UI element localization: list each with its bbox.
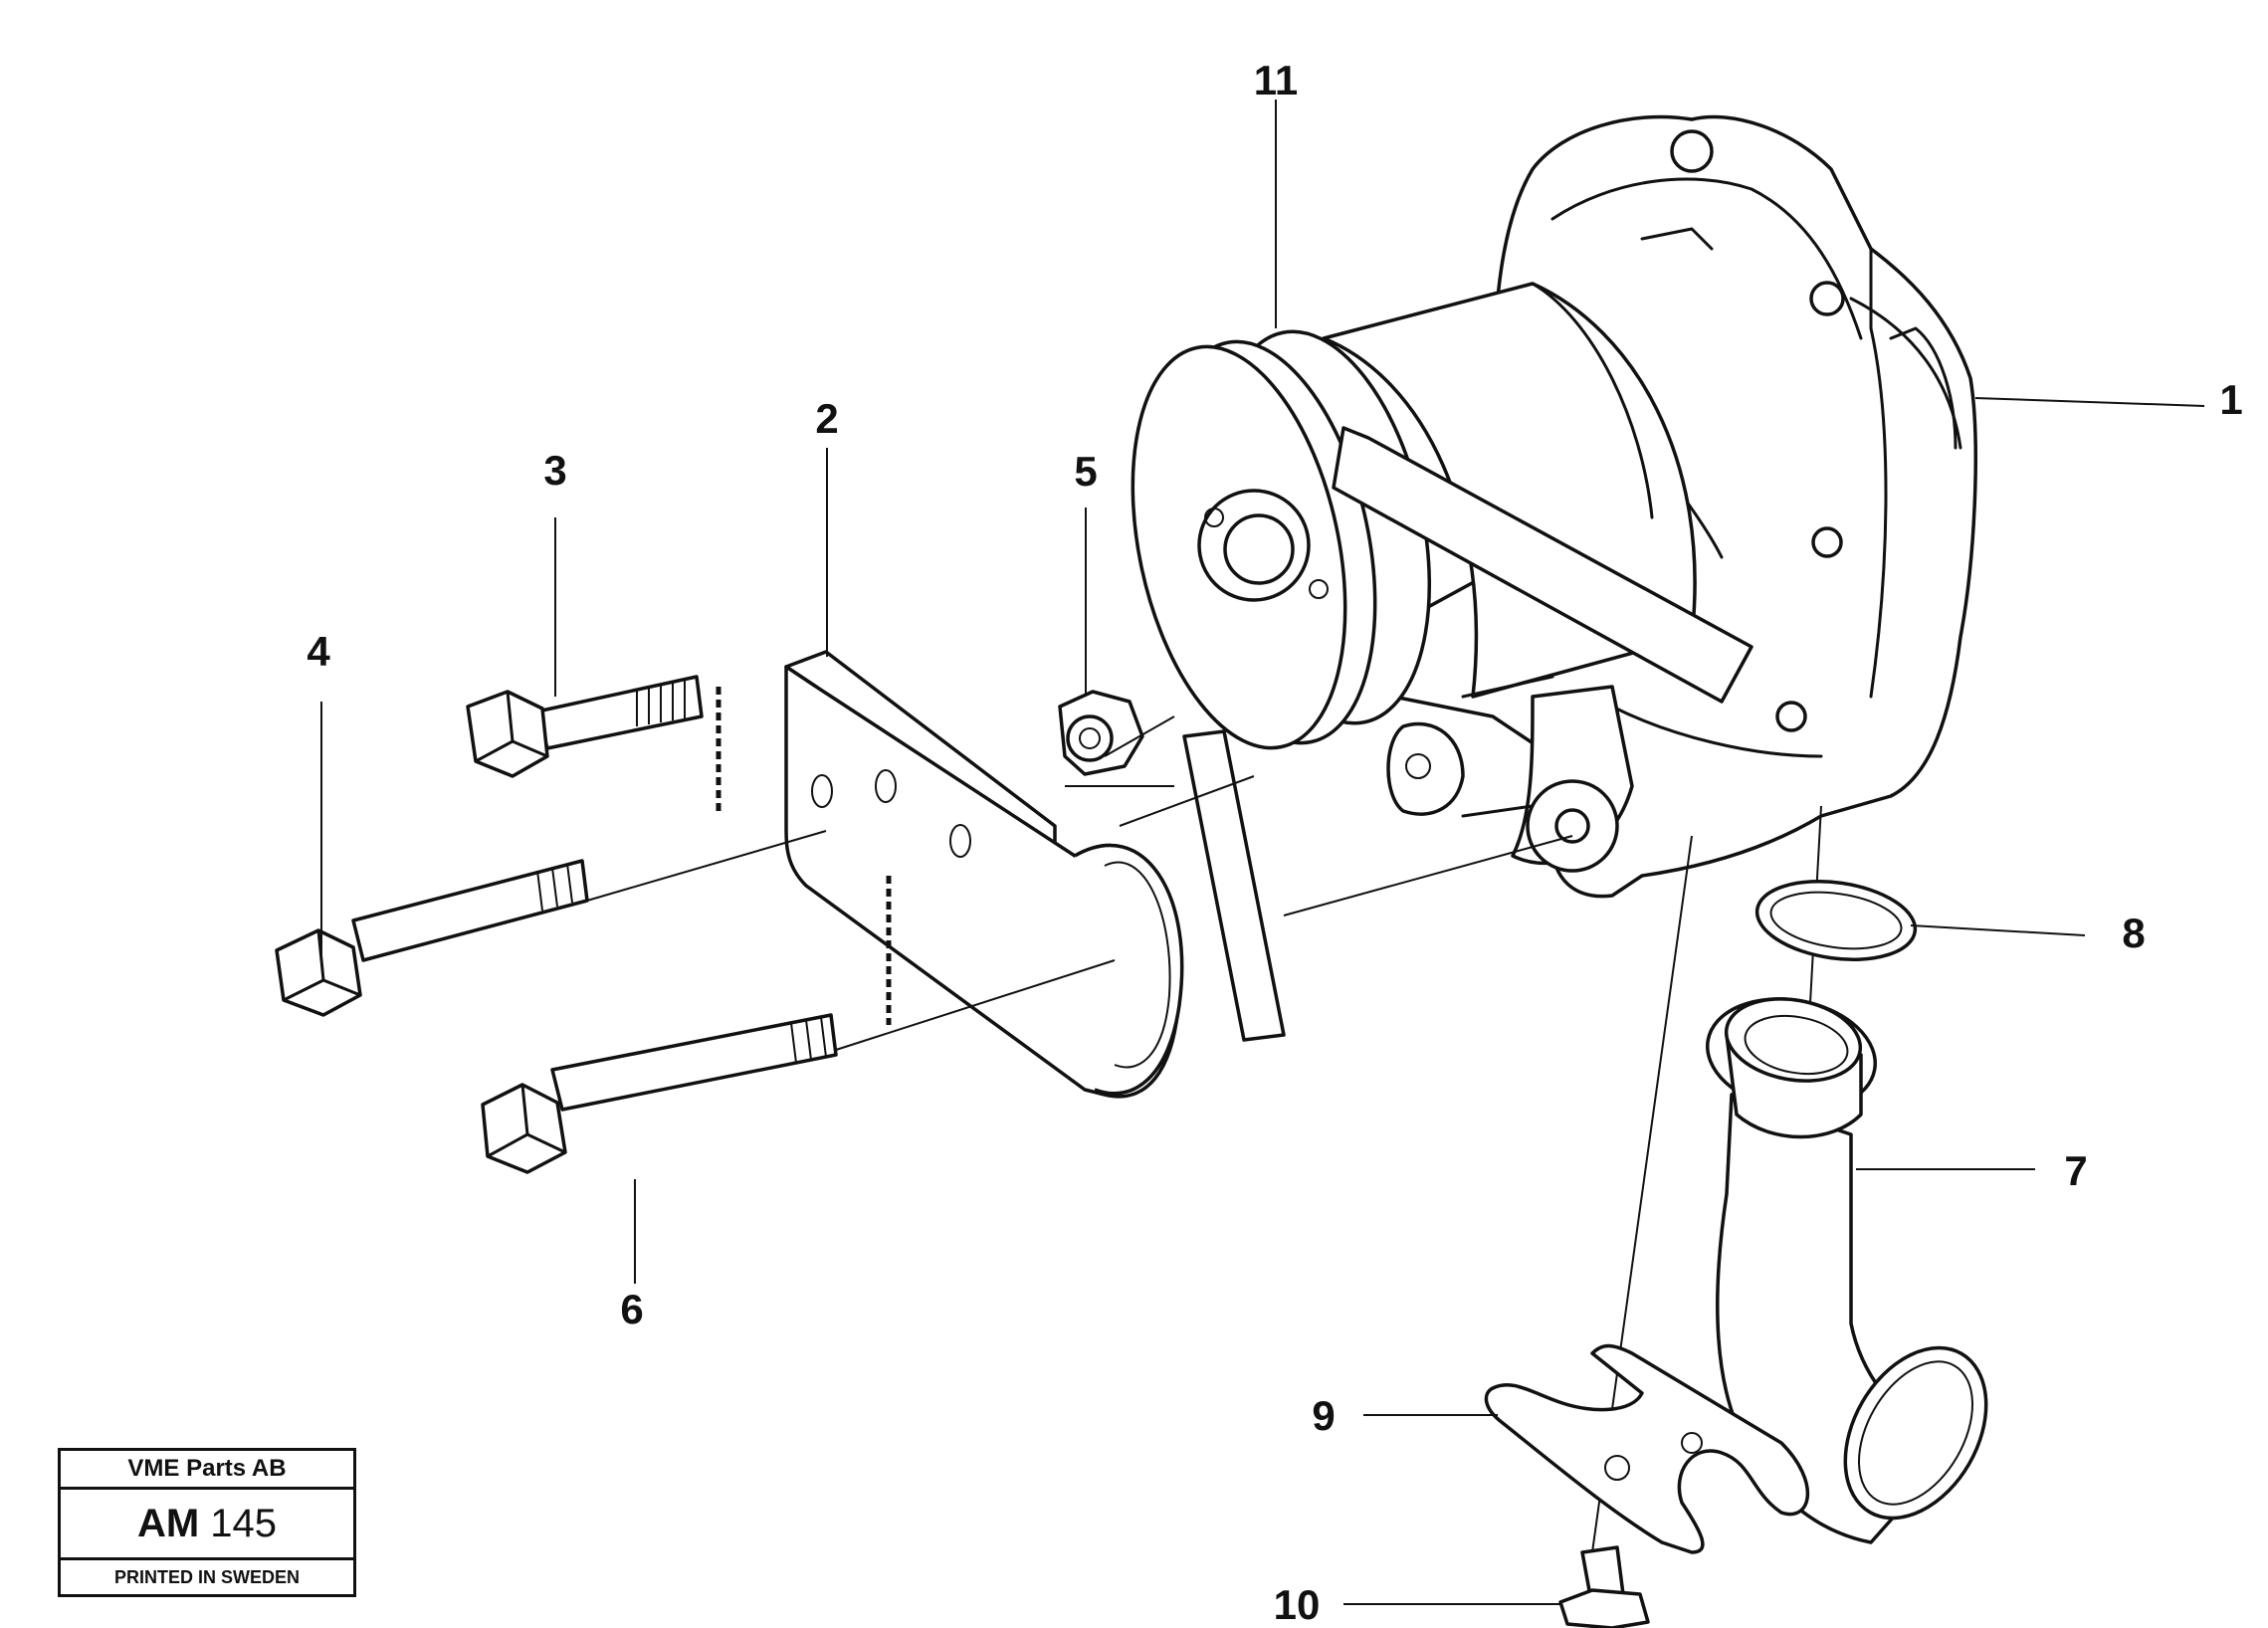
callout-4: 4 xyxy=(307,628,330,675)
code-prefix: AM xyxy=(136,1502,200,1545)
callout-5: 5 xyxy=(1074,448,1097,495)
callout-6: 6 xyxy=(620,1286,643,1332)
small-screw xyxy=(1558,1545,1650,1628)
bolt-long xyxy=(275,859,589,1017)
title-stamp: VME Parts AB AM 145 PRINTED IN SWEDEN xyxy=(58,1448,356,1597)
o-ring xyxy=(1754,880,1918,961)
mounting-bracket xyxy=(716,650,1184,1099)
callout-1: 1 xyxy=(2219,376,2242,423)
callout-8: 8 xyxy=(2122,910,2145,956)
leader-lines xyxy=(320,100,2205,1605)
callout-7: 7 xyxy=(2064,1147,2087,1194)
callout-9: 9 xyxy=(1312,1392,1335,1439)
bolt-lower xyxy=(481,1013,838,1174)
callout-11: 11 xyxy=(1254,57,1298,103)
nut xyxy=(1058,690,1144,776)
callout-10: 10 xyxy=(1274,1581,1321,1628)
bolt-short xyxy=(466,675,704,778)
drive-belt xyxy=(1182,426,1753,1042)
code-number: 145 xyxy=(210,1502,278,1545)
printed-in-label: PRINTED IN SWEDEN xyxy=(113,1567,300,1587)
company-name: VME Parts AB xyxy=(61,1451,353,1490)
callout-3: 3 xyxy=(543,447,566,494)
pulley xyxy=(1131,329,1432,750)
clamp-bracket xyxy=(1484,1343,1809,1554)
callout-labels: 11 1 2 3 5 4 8 7 6 9 10 xyxy=(307,57,2242,1628)
elbow-pipe xyxy=(1705,997,1988,1544)
drawing-code: AM 145 xyxy=(61,1490,353,1560)
callout-2: 2 xyxy=(815,395,838,442)
